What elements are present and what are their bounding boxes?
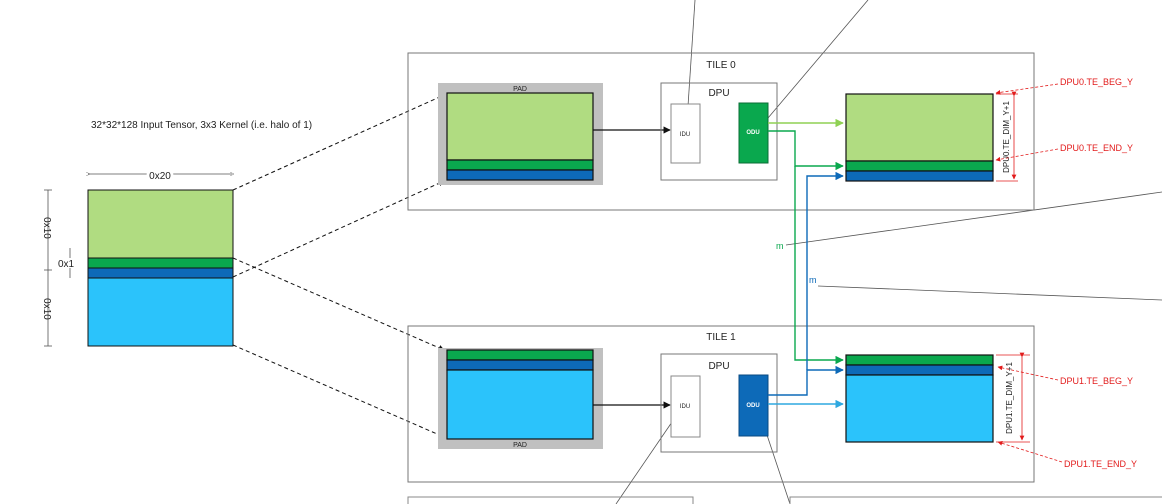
tile0-dim-label: DPU0.TE_DIM_Y+1	[1002, 101, 1011, 173]
input-distribution-arrows	[232, 94, 445, 438]
odu-connectors	[768, 118, 844, 409]
tile1-input-halo-green	[446, 349, 594, 361]
tile1-dpu-label: DPU	[708, 361, 729, 372]
tile0-end-label: DPU0.TE_END_Y	[1060, 143, 1133, 153]
bottom-partial-box-left	[407, 496, 694, 504]
tile1-pad-label: PAD	[513, 442, 527, 449]
tile0-beg-label: DPU0.TE_BEG_Y	[1060, 77, 1133, 87]
tile0-input-top	[446, 92, 594, 161]
tile1-dpu-frame	[660, 353, 778, 453]
blue-link-label: m	[809, 275, 817, 285]
tile0-odu-label: ODU	[746, 130, 759, 136]
tile1-idu-label: IDU	[680, 404, 690, 410]
input-tensor: 32*32*128 Input Tensor, 3x3 Kernel (i.e.…	[41, 120, 312, 347]
tile1-input-bottom	[446, 369, 594, 440]
tensor-top-block	[87, 189, 234, 259]
tile1: TILE 1 PAD DPU IDU ODU DPU1.TE_DIM_Y+1 D…	[407, 325, 1137, 483]
halo-label: 0x1	[58, 259, 75, 270]
tile0-input-halo-green	[446, 159, 594, 171]
tile1-title: TILE 1	[706, 332, 736, 343]
tensor-halo-green	[87, 257, 234, 269]
width-label: 0x20	[149, 171, 171, 182]
green-link-label: m	[776, 241, 784, 251]
tile1-odu-box	[738, 374, 769, 437]
tensor-halo-blue	[87, 267, 234, 279]
tile0-idu-label: IDU	[680, 132, 690, 138]
tile0-odu-box	[738, 102, 769, 164]
tile1-output-bottom	[845, 374, 994, 443]
tile0-input-halo-blue	[446, 169, 594, 181]
callout-lines	[615, 0, 1162, 504]
tile0-pad-label: PAD	[513, 86, 527, 93]
tile0-idu-box	[670, 103, 701, 164]
tile0-dpu-label: DPU	[708, 88, 729, 99]
tile0: TILE 0 PAD DPU IDU ODU DPU0.TE_DIM_Y+1 D…	[407, 52, 1133, 211]
tile1-end-label: DPU1.TE_END_Y	[1064, 459, 1137, 469]
tile0-frame	[407, 52, 1035, 211]
tile0-title: TILE 0	[706, 60, 736, 71]
top-height-label: 0x10	[41, 217, 52, 239]
bottom-partial-box-right	[789, 496, 1162, 504]
tile1-dim-label: DPU1.TE_DIM_Y+1	[1005, 362, 1014, 434]
tile0-output-halo-blue	[845, 170, 994, 182]
input-tensor-caption: 32*32*128 Input Tensor, 3x3 Kernel (i.e.…	[91, 120, 312, 131]
tile0-output-halo-green	[845, 160, 994, 172]
tile1-idu-box	[670, 375, 701, 438]
tile1-odu-label: ODU	[746, 403, 759, 409]
bottom-height-label: 0x10	[41, 298, 52, 320]
tile1-beg-label: DPU1.TE_BEG_Y	[1060, 376, 1133, 386]
tile1-output-halo-blue	[845, 364, 994, 376]
tensor-bottom-block	[87, 277, 234, 347]
tile0-output-top	[845, 93, 994, 162]
tile1-frame	[407, 325, 1035, 483]
tile1-input-halo-blue	[446, 359, 594, 371]
tile1-output-halo-green	[845, 354, 994, 366]
